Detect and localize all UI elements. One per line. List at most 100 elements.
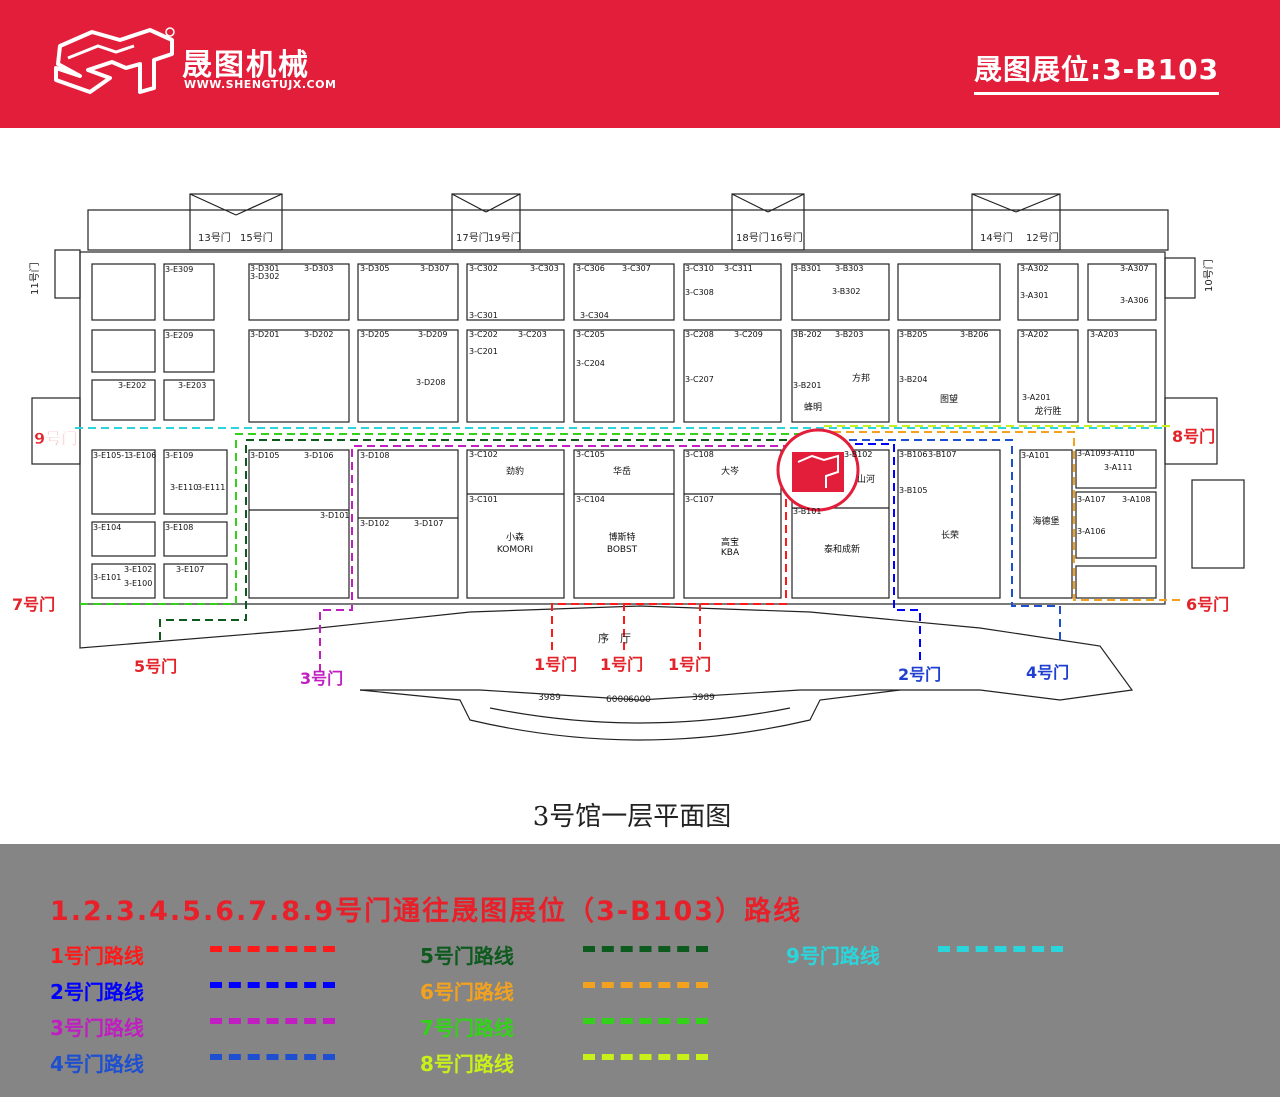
booth-D201: 3-D201 (250, 330, 279, 339)
booth-E109: 3-E109 (165, 451, 193, 460)
booth-C104: 3-C104 (576, 495, 605, 504)
booth-D305: 3-D305 (360, 264, 389, 273)
booth-A101: 3-A101 (1021, 451, 1050, 460)
legend-route-line (583, 982, 708, 988)
company-label: 泰和成新 (824, 543, 860, 555)
booth-C204: 3-C204 (576, 359, 605, 368)
door-label-1a: 1号门 (534, 655, 577, 674)
booth-D303: 3-D303 (304, 264, 333, 273)
company-label: 图望 (940, 393, 958, 405)
map-caption: 3号馆一层平面图 (533, 802, 732, 832)
door-label-16: 16号门 (770, 231, 803, 244)
booth-D302: 3-D302 (250, 272, 279, 281)
booth-B202: 3B-202 (793, 330, 822, 339)
booth-C306: 3-C306 (576, 264, 605, 273)
booth-E111: 3-E111 (197, 483, 225, 492)
brand-name: 晟图机械 (182, 48, 310, 83)
booth-E309: 3-E309 (165, 265, 193, 274)
booth-D107: 3-D107 (414, 519, 443, 528)
legend-route-label: 6号门路线 (420, 980, 514, 1004)
booth-D106: 3-D106 (304, 451, 333, 460)
booth-A107: 3-A107 (1077, 495, 1106, 504)
door-label-12: 12号门 (1026, 231, 1059, 244)
booth-A306: 3-A306 (1120, 296, 1149, 305)
brand-url: WWW.SHENGTUJX.COM (184, 78, 337, 91)
dim-label-c: 6000 (628, 695, 651, 705)
booth-B102: 3-B102 (844, 450, 872, 459)
booth-B204: 3-B204 (899, 375, 927, 384)
door-label-1b: 1号门 (600, 655, 643, 674)
company-label: 海德堡 (1032, 515, 1059, 527)
booth-B301: 3-B301 (793, 264, 821, 273)
booth-D102: 3-D102 (360, 519, 389, 528)
booth-D105: 3-D105 (250, 451, 279, 460)
booth-C201: 3-C201 (469, 347, 498, 356)
booth-C107: 3-C107 (685, 495, 714, 504)
door-label-1c: 1号门 (668, 655, 711, 674)
legend-route-label: 4号门路线 (50, 1052, 144, 1076)
booth-C304: 3-C304 (580, 311, 609, 320)
company-label: 山河 (857, 473, 875, 485)
booth-B101: 3-B101 (793, 507, 821, 516)
st-logo-icon (54, 27, 175, 94)
legend-route-line (210, 946, 335, 952)
booth-C209: 3-C209 (734, 330, 763, 339)
booth-B107: 3-B107 (928, 450, 956, 459)
booth-D208: 3-D208 (416, 378, 445, 387)
legend-route-line (210, 1054, 335, 1060)
company-label: BOBST (607, 545, 638, 555)
booth-C311: 3-C311 (724, 264, 753, 273)
company-label: 方邦 (852, 372, 870, 384)
booth-E110: 3-E110 (170, 483, 198, 492)
booth-C308: 3-C308 (685, 288, 714, 297)
booth-C307: 3-C307 (622, 264, 651, 273)
legend-route-line (210, 982, 335, 988)
booth-E100: 3-E100 (124, 579, 152, 588)
dim-label-d: 3989 (692, 693, 715, 703)
legend-route-line (583, 1054, 708, 1060)
company-label: 小森 (506, 531, 524, 543)
legend-route-label: 2号门路线 (50, 980, 144, 1004)
booth-B106: 3-B106 (899, 450, 927, 459)
company-label: 高宝 (721, 536, 739, 548)
booth-A302: 3-A302 (1020, 264, 1049, 273)
door-label-3: 3号门 (300, 669, 343, 688)
booth-D202: 3-D202 (304, 330, 333, 339)
legend-route-line (583, 946, 708, 952)
company-label: 劲豹 (506, 465, 524, 477)
door-label-8: 8号门 (1172, 427, 1215, 446)
booth-A202: 3-A202 (1020, 330, 1049, 339)
dim-label-b: 6000 (606, 695, 629, 705)
company-label: 大岑 (721, 465, 739, 477)
company-label: 华岳 (613, 465, 631, 477)
door-label-10: 10号门 (1202, 259, 1215, 292)
booth-D108: 3-D108 (360, 451, 389, 460)
booth-D307: 3-D307 (420, 264, 449, 273)
door-label-4: 4号门 (1026, 663, 1069, 682)
door-label-19: 19号门 (488, 231, 521, 244)
company-label: 蜂明 (804, 401, 822, 413)
booth-A106: 3-A106 (1077, 527, 1106, 536)
booth-C202: 3-C202 (469, 330, 498, 339)
booth-E108: 3-E108 (165, 523, 193, 532)
booth-D301: 3-D301 (250, 264, 279, 273)
booth-E101: 3-E101 (93, 573, 121, 582)
booth-A108: 3-A108 (1122, 495, 1151, 504)
door-label-15: 15号门 (240, 231, 273, 244)
lobby-label: 序 厅 (598, 631, 631, 645)
booth-B203: 3-B203 (835, 330, 863, 339)
booth-A201: 3-A201 (1022, 393, 1051, 402)
door-label-2: 2号门 (898, 665, 941, 684)
booth-A111: 3-A111 (1104, 463, 1133, 472)
company-label: KOMORI (497, 545, 533, 555)
door-label-6: 6号门 (1186, 595, 1229, 614)
door-label-9: 9号门 (34, 429, 77, 448)
door-label-7: 7号门 (12, 595, 55, 614)
booth-C310: 3-C310 (685, 264, 714, 273)
legend-route-label: 9号门路线 (786, 944, 880, 968)
legend-route-line (938, 946, 1063, 952)
door-label-17: 17号门 (456, 231, 489, 244)
company-label: KBA (721, 548, 740, 558)
booth-C302: 3-C302 (469, 264, 498, 273)
booth-A307: 3-A307 (1120, 264, 1149, 273)
